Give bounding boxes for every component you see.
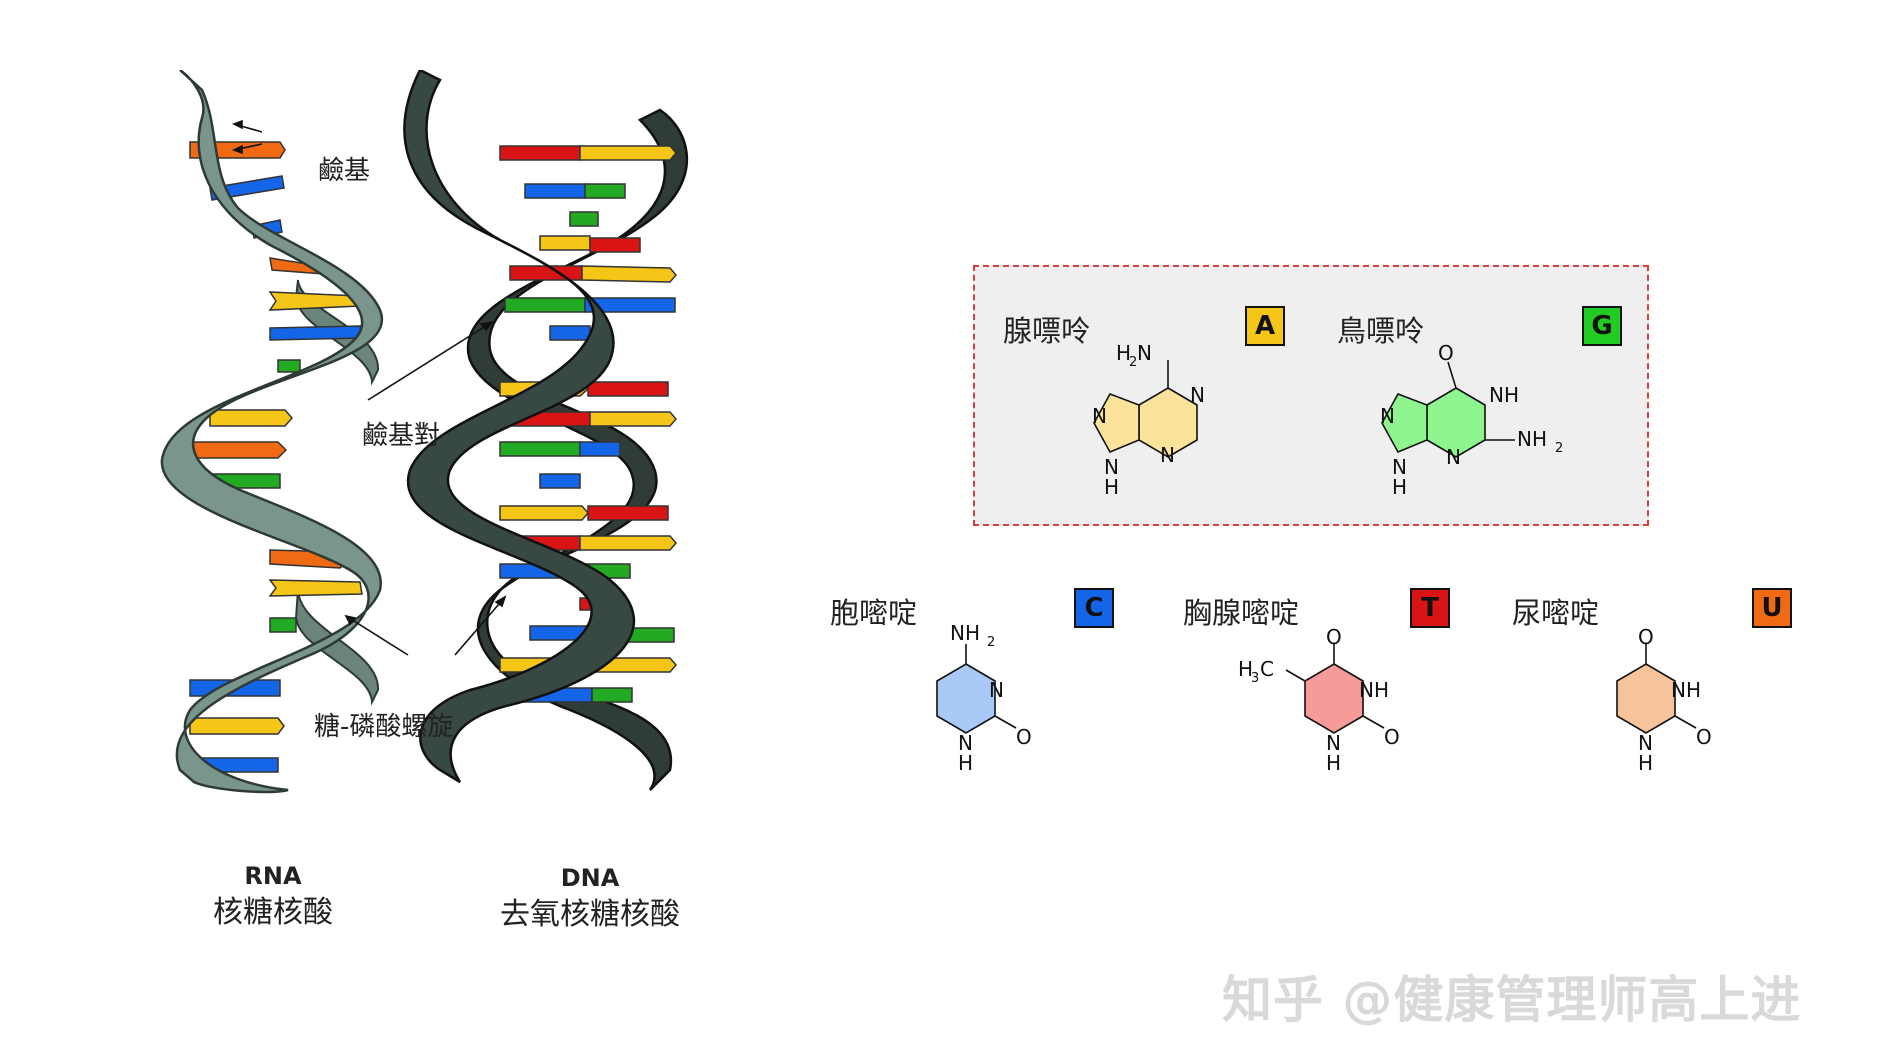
guanine-n9: N bbox=[1392, 455, 1407, 479]
rna-base-8 bbox=[209, 409, 293, 427]
adenine-h9: H bbox=[1104, 475, 1119, 499]
thymine-n1: N bbox=[1326, 731, 1341, 755]
uracil-nh3: NH bbox=[1671, 678, 1701, 702]
cytosine-nh2-sub: 2 bbox=[987, 635, 995, 650]
adenine-h2n-sub: 2 bbox=[1129, 355, 1137, 370]
thymine-h3c-c: C bbox=[1260, 657, 1274, 681]
badge-guanine: G bbox=[1582, 306, 1622, 346]
guanine-n7: N bbox=[1380, 404, 1395, 428]
rna-base-13 bbox=[268, 579, 363, 597]
cytosine-n1: N bbox=[958, 731, 973, 755]
base-name-guanine: 鳥嘌呤 bbox=[1337, 314, 1425, 348]
rna-label-en: RNA bbox=[244, 862, 302, 890]
cytosine-h1: H bbox=[958, 751, 973, 775]
base-name-uracil: 尿嘧啶 bbox=[1512, 596, 1600, 630]
thymine-o4: O bbox=[1326, 625, 1342, 649]
adenine-h2n: H bbox=[1116, 341, 1131, 365]
badge-thymine: T bbox=[1410, 588, 1450, 628]
dna-pair-2 bbox=[524, 183, 626, 199]
watermark: 知乎 @健康管理师高上进 bbox=[1222, 971, 1802, 1029]
badge-cytosine: C bbox=[1074, 588, 1114, 628]
thymine-h3c: H bbox=[1238, 657, 1253, 681]
thymine-structure: O NH O N H H 3 C bbox=[1238, 625, 1400, 775]
rna-base-14 bbox=[269, 617, 297, 633]
dna-pair-3 bbox=[569, 211, 599, 227]
guanine-h9: H bbox=[1392, 475, 1407, 499]
cytosine-n3: N bbox=[989, 678, 1004, 702]
guanine-nh2-sub: 2 bbox=[1555, 441, 1563, 456]
adenine-h2n-n: N bbox=[1137, 341, 1152, 365]
uracil-o2: O bbox=[1696, 725, 1712, 749]
rna-base-16 bbox=[189, 717, 285, 735]
uracil-h1: H bbox=[1638, 751, 1653, 775]
cytosine-structure: NH 2 N O N H bbox=[936, 621, 1032, 775]
dna-pair-12 bbox=[499, 505, 669, 521]
dna-label-en: DNA bbox=[560, 864, 620, 892]
thymine-o2: O bbox=[1384, 725, 1400, 749]
dna-backbone bbox=[403, 70, 636, 784]
guanine-structure: O NH N N N H NH 2 bbox=[1380, 341, 1563, 499]
helix-illustration bbox=[160, 70, 689, 794]
base-name-thymine: 胸腺嘧啶 bbox=[1183, 596, 1300, 630]
dna-pair-11 bbox=[539, 473, 581, 489]
guanine-o6: O bbox=[1438, 341, 1454, 365]
dna-label-zh: 去氧核糖核酸 bbox=[500, 897, 680, 932]
dna-pair-1 bbox=[499, 145, 677, 161]
thymine-h3c-sub: 3 bbox=[1251, 671, 1259, 686]
purine-frame bbox=[973, 265, 1649, 526]
annotation-backbone: 糖-磷酸螺旋 bbox=[314, 712, 454, 742]
dna-pair-10 bbox=[499, 441, 621, 457]
adenine-n9: N bbox=[1104, 455, 1119, 479]
guanine-n3: N bbox=[1446, 445, 1461, 469]
base-name-adenine: 腺嘌呤 bbox=[1003, 314, 1091, 348]
rna-backbone bbox=[160, 70, 384, 794]
dna-pair-4 bbox=[539, 235, 641, 253]
badge-uracil: U bbox=[1752, 588, 1792, 628]
adenine-n7: N bbox=[1092, 404, 1107, 428]
cytosine-nh2: NH bbox=[950, 621, 980, 645]
adenine-n1: N bbox=[1190, 383, 1205, 407]
uracil-o4: O bbox=[1638, 625, 1654, 649]
dna-pair-6 bbox=[504, 297, 676, 313]
annotation-base: 鹼基 bbox=[318, 156, 371, 186]
guanine-nh2: NH bbox=[1517, 427, 1547, 451]
guanine-nh1: NH bbox=[1489, 383, 1519, 407]
base-name-cytosine: 胞嘧啶 bbox=[830, 596, 918, 630]
cytosine-o2: O bbox=[1016, 725, 1032, 749]
dna-backbone-back bbox=[466, 108, 689, 791]
thymine-h1: H bbox=[1326, 751, 1341, 775]
rna-label-zh: 核糖核酸 bbox=[213, 895, 333, 930]
thymine-nh3: NH bbox=[1359, 678, 1389, 702]
annotation-base-pair: 鹼基對 bbox=[362, 421, 441, 451]
annotation-arrows bbox=[232, 119, 507, 656]
rna-base-5 bbox=[268, 291, 361, 311]
uracil-n1: N bbox=[1638, 731, 1653, 755]
dna-pair-18 bbox=[519, 687, 633, 703]
uracil-structure: O NH O N H bbox=[1616, 625, 1712, 775]
badge-adenine: A bbox=[1245, 306, 1285, 346]
adenine-n3: N bbox=[1160, 443, 1175, 467]
adenine-structure: H 2 N N N N N H bbox=[1092, 341, 1205, 499]
